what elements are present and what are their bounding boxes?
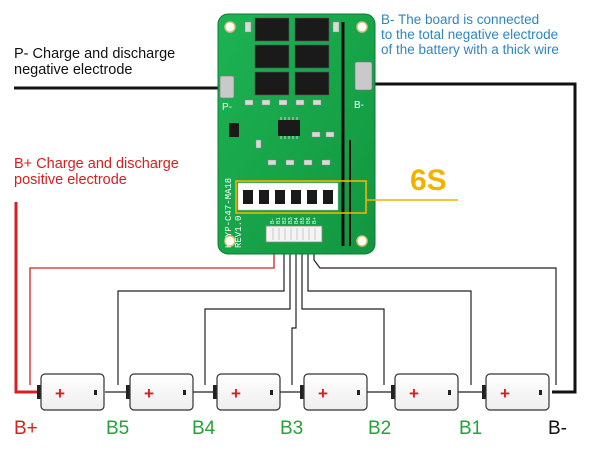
connector-pin-label: B6: [306, 217, 312, 224]
board-model-text: HXYP-C47-MA18: [224, 178, 234, 248]
connector-pin-label: B2: [282, 217, 288, 224]
wire-b-minus-main: [364, 82, 577, 394]
cell-positive-terminal: [126, 385, 131, 399]
b-minus-note: B- The board is connected to the total n…: [381, 12, 559, 57]
cell-minus-mark: [448, 390, 451, 395]
wire-b1: [307, 242, 472, 385]
cell-plus-symbol: +: [318, 384, 328, 403]
connector-pin-label: B+: [312, 217, 318, 224]
battery-cell: +: [482, 373, 550, 411]
node-label-bplus: B+: [14, 418, 38, 439]
wire-b3: [291, 242, 297, 385]
board-revision-text: REV1.0: [234, 216, 244, 248]
wire-bplus-main: [14, 202, 40, 394]
p-minus-pad-label: P-: [222, 102, 232, 113]
wire-b4: [204, 242, 291, 385]
cell-positive-terminal: [482, 385, 487, 399]
p-minus-label-line: P- Charge and discharge: [14, 46, 176, 62]
cell-body: [303, 373, 368, 411]
connector-pin-label: B1: [276, 217, 282, 224]
cell-body: [394, 373, 459, 411]
b-minus-note-line: to the total negative electrode: [381, 27, 559, 43]
cell-body: [485, 373, 550, 411]
b-plus-label-line: positive electrode: [14, 172, 127, 189]
mount-hole: [224, 21, 236, 33]
b-minus-pad: [354, 61, 373, 91]
b-minus-pad-label: B-: [354, 100, 364, 111]
p-minus-label-line: negative electrode: [14, 62, 133, 79]
mount-hole: [356, 235, 368, 247]
cell-positive-terminal: [391, 385, 396, 399]
cell-body: [40, 373, 105, 411]
cell-plus-symbol: +: [144, 384, 154, 403]
mount-hole: [224, 235, 236, 247]
connector-pin-label: B-: [270, 218, 276, 224]
cell-positive-terminal: [213, 385, 218, 399]
battery-cell: +: [126, 373, 194, 411]
cell-plus-symbol: +: [409, 384, 419, 403]
battery-cell: +: [37, 373, 105, 411]
node-label-b2: B2: [368, 418, 392, 439]
connector-pin-label: B3: [288, 217, 294, 224]
smd-components: [244, 21, 340, 166]
p-minus-pad: [219, 75, 235, 99]
node-label-b5: B5: [106, 418, 130, 439]
balance-wires: [117, 242, 557, 385]
battery-cell: +: [391, 373, 459, 411]
cell-plus-symbol: +: [55, 384, 65, 403]
cell-minus-mark: [183, 390, 186, 395]
small-ic: [229, 123, 239, 137]
battery-pack: + + + + + +: [37, 373, 550, 411]
balance-connector: [265, 225, 323, 243]
wire-b5: [117, 242, 285, 385]
mosfet-array: [254, 17, 330, 96]
node-label-bminus: B-: [548, 418, 567, 439]
balance-resistors: [237, 182, 339, 211]
cell-minus-mark: [539, 390, 542, 395]
b-minus-note-line: B- The board is connected: [381, 12, 540, 27]
wire-bminus-tap: [313, 242, 557, 385]
mount-hole: [356, 21, 368, 33]
series-count-label: 6S: [410, 164, 447, 197]
battery-cell: +: [213, 373, 281, 411]
cell-minus-mark: [270, 390, 273, 395]
wire-bplus-tap: [29, 242, 275, 385]
node-label-b3: B3: [280, 418, 304, 439]
wire-b2: [301, 242, 385, 385]
resistor-highlight-box: [235, 180, 367, 214]
connector-pin-label: B5: [300, 217, 306, 224]
node-label-b1: B1: [459, 418, 483, 439]
cell-positive-terminal: [37, 385, 42, 399]
cell-plus-symbol: +: [500, 384, 510, 403]
connector-pin-label: B4: [294, 217, 300, 224]
b-plus-label: B+ Charge and discharge positive electro…: [14, 156, 179, 188]
cell-body: [129, 373, 194, 411]
b-minus-note-line: of the battery with a thick wire: [381, 42, 559, 58]
cell-minus-mark: [357, 390, 360, 395]
cell-plus-symbol: +: [231, 384, 241, 403]
cell-minus-mark: [94, 390, 97, 395]
battery-cell: +: [300, 373, 368, 411]
node-label-b4: B4: [192, 418, 216, 439]
b-plus-label-line: B+ Charge and discharge: [14, 156, 179, 172]
protection-ic: [278, 120, 300, 136]
p-minus-label: P- Charge and discharge negative electro…: [14, 46, 175, 78]
cell-positive-terminal: [300, 385, 305, 399]
cell-body: [216, 373, 281, 411]
